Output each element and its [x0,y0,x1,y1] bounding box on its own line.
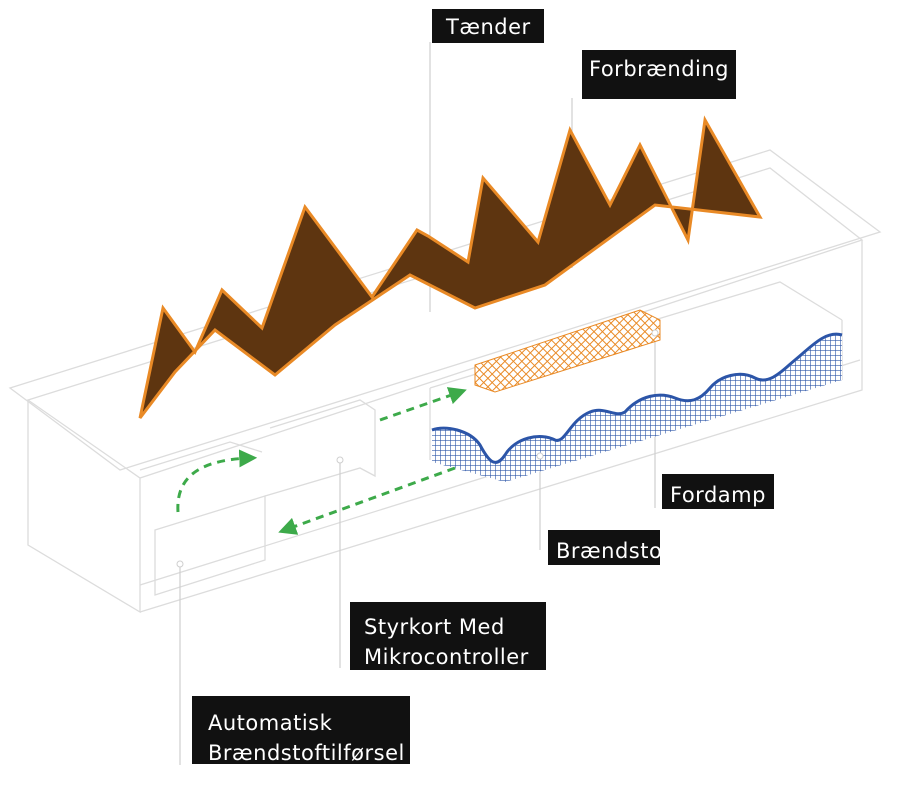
fuel-reservoir [432,334,842,482]
flow-arrow-icon [176,449,258,513]
label-forbraending-text: Forbrænding [589,57,730,81]
label-automatisk-line1: Automatisk [208,711,333,735]
flame-icon [138,115,763,419]
label-braendstof-text: Brændstof [556,539,660,563]
fuel-surface [431,332,843,464]
marker-dots [176,329,659,568]
label-taender: Tænder [432,9,544,43]
vaporizer [474,309,661,393]
flow-arrow-icon [379,387,467,422]
flow-arrow-icon [278,466,456,535]
label-fordamp-text: Fordamp [670,483,766,507]
label-styrkort-line1: Styrkort Med [364,615,505,639]
flow-arrows [176,387,467,535]
label-forbraending: Forbrænding [582,50,736,99]
label-fordamp: Fordamp [662,474,774,509]
label-automatisk: Automatisk Brændstoftilførsel [192,696,410,764]
label-taender-text: Tænder [446,15,531,39]
label-braendstof: Brændstof [548,530,660,565]
label-styrkort: Styrkort Med Mikrocontroller [350,602,546,670]
label-automatisk-line2: Brændstoftilførsel [208,741,405,764]
label-styrkort-line2: Mikrocontroller [364,645,529,669]
